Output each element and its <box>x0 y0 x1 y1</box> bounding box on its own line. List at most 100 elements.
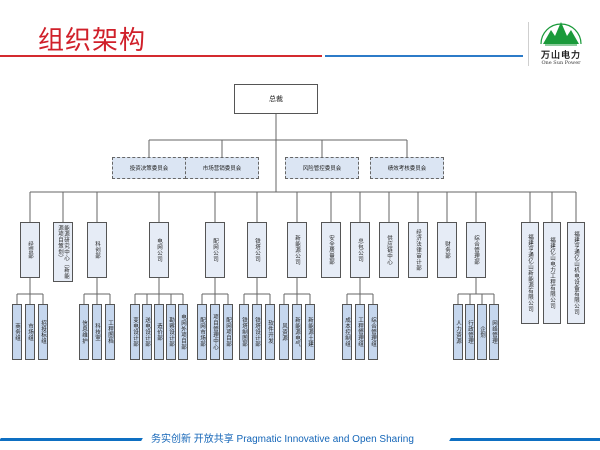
mountain-sun-icon <box>540 22 582 46</box>
department-box: 福建亨通亿山新能源有限公司 <box>521 222 539 324</box>
footer-bar-right <box>449 438 600 441</box>
department-box-label: 综合管理部 <box>473 235 480 265</box>
sub-unit-box-label: 科技室 <box>94 323 101 341</box>
committee-box: 投资决策委员会 <box>112 157 186 179</box>
committee-box-label: 市场营销委员会 <box>202 166 242 172</box>
department-box-label: 供应链中心 <box>386 235 393 265</box>
department-box-label: 科创部 <box>94 241 101 259</box>
sub-unit-box-label: 行政管理 <box>467 320 474 344</box>
department-box-label: 电网公司 <box>156 238 163 262</box>
department-box-label: 经济法律审计部 <box>415 229 422 271</box>
department-box: 电网公司 <box>149 222 169 278</box>
sub-unit-box: 新能源土建 <box>305 304 315 360</box>
sub-unit-box-label: 工程管理组 <box>357 317 364 347</box>
sub-unit-box: 风资源 <box>279 304 289 360</box>
title-underline-red <box>0 55 322 57</box>
sub-unit-box: 招投标组 <box>38 304 48 360</box>
department-box-label: 财务部 <box>444 241 451 259</box>
department-box-label: 配网公司 <box>212 238 219 262</box>
sub-unit-box-label: 新能源电气 <box>294 317 301 347</box>
org-box-president: 总裁 <box>234 84 318 114</box>
committee-box-label: 风险管控委员会 <box>302 166 342 172</box>
department-box: 福建亨通亿山机电设备有限公司 <box>567 222 585 324</box>
sub-unit-box-label: 项目管理中心 <box>212 314 219 350</box>
sub-unit-box-label: 新能源土建 <box>307 317 314 347</box>
sub-unit-box-label: 软件开发 <box>267 320 274 344</box>
committee-box-label: 投资决策委员会 <box>129 166 169 172</box>
org-box-president-label: 总裁 <box>269 95 283 103</box>
department-box-label: 总包公司 <box>357 238 364 262</box>
sub-unit-box-label: 电网外项目部 <box>180 314 187 350</box>
sub-unit-box: 信息维护 <box>79 304 89 360</box>
logo-chinese-name: 万山电力 <box>540 51 581 61</box>
department-box: 总包公司 <box>350 222 370 278</box>
sub-unit-box: 网络管理 <box>489 304 499 360</box>
sub-unit-box: 成本控制组 <box>342 304 352 360</box>
title-underline-blue <box>325 55 523 57</box>
sub-unit-box-label: 变电设计部 <box>132 317 139 347</box>
sub-unit-box: 电网外项目部 <box>178 304 188 360</box>
sub-unit-box-label: 造价部 <box>156 323 163 341</box>
committee-box: 风险管控委员会 <box>285 157 359 179</box>
sub-unit-box-label: 商务组 <box>14 323 21 341</box>
sub-unit-box-label: 工程图档 <box>107 320 114 344</box>
footer-slogan: 务实创新 开放共享 Pragmatic Innovative and Open … <box>151 434 414 445</box>
department-box: 铁塔公司 <box>247 222 267 278</box>
department-box: 能源研究中心（新能源项目策划） <box>53 222 73 282</box>
department-box: 财务部 <box>437 222 457 278</box>
department-box-label: 能源研究中心（新能源项目策划） <box>57 225 70 279</box>
sub-unit-box: 送电设计部 <box>142 304 152 360</box>
sub-unit-box: 工程图档 <box>105 304 115 360</box>
department-box-label: 安全质量部 <box>328 235 335 265</box>
sub-unit-box-label: 成本控制组 <box>344 317 351 347</box>
sub-unit-box: 综合管理组 <box>368 304 378 360</box>
sub-unit-box-label: 人力资源 <box>455 320 462 344</box>
department-box: 综合管理部 <box>466 222 486 278</box>
sub-unit-box-label: 网络管理 <box>491 320 498 344</box>
company-logo: 万山电力 One Sun Power <box>533 14 589 70</box>
sub-unit-box-label: 铁塔制图部 <box>241 317 248 347</box>
sub-unit-box-label: 风资源 <box>281 323 288 341</box>
sub-unit-box: 铁塔制图部 <box>239 304 249 360</box>
department-box-label: 经营部 <box>27 241 34 259</box>
department-box-label: 福建亿山电力工程有限公司 <box>549 237 556 309</box>
sub-unit-box: 造价部 <box>154 304 164 360</box>
department-box-label: 铁塔公司 <box>254 238 261 262</box>
sub-unit-box: 配网项目部 <box>223 304 233 360</box>
sub-unit-box: 商务组 <box>12 304 22 360</box>
department-box-label: 福建亨通亿山机电设备有限公司 <box>573 231 580 315</box>
page-title: 组织架构 <box>38 26 147 56</box>
sub-unit-box-label: 送电设计部 <box>144 317 151 347</box>
department-box: 供应链中心 <box>379 222 399 278</box>
sub-unit-box: 新能源电气 <box>292 304 302 360</box>
sub-unit-box-label: 配网项目部 <box>225 317 232 347</box>
sub-unit-box: 项目管理中心 <box>210 304 220 360</box>
sub-unit-box: 市场组 <box>25 304 35 360</box>
sub-unit-box-label: 勘察设计部 <box>168 317 175 347</box>
department-box: 经营部 <box>20 222 40 278</box>
sub-unit-box: 人力资源 <box>453 304 463 360</box>
department-box: 新能源公司 <box>287 222 307 278</box>
sub-unit-box: 变电设计部 <box>130 304 140 360</box>
department-box: 科创部 <box>87 222 107 278</box>
department-box: 配网公司 <box>205 222 225 278</box>
sub-unit-box-label: 信息维护 <box>81 320 88 344</box>
department-box-label: 福建亨通亿山新能源有限公司 <box>527 234 534 312</box>
logo-english-name: One Sun Power <box>541 60 581 66</box>
sub-unit-box-label: 配网市场部 <box>199 317 206 347</box>
committee-box: 绩效考核委员会 <box>370 157 444 179</box>
sub-unit-box-label: 企划 <box>479 326 486 338</box>
sub-unit-box: 勘察设计部 <box>166 304 176 360</box>
committee-box: 市场营销委员会 <box>185 157 259 179</box>
sub-unit-box-label: 市场组 <box>27 323 34 341</box>
footer-bar-left <box>0 438 143 441</box>
department-box: 安全质量部 <box>321 222 341 278</box>
sub-unit-box-label: 招投标组 <box>40 320 47 344</box>
sub-unit-box: 配网市场部 <box>197 304 207 360</box>
sub-unit-box-label: 综合管理组 <box>370 317 377 347</box>
sub-unit-box: 铁塔设计部 <box>252 304 262 360</box>
logo-divider <box>528 22 529 66</box>
department-box-label: 新能源公司 <box>294 235 301 265</box>
sub-unit-box: 软件开发 <box>265 304 275 360</box>
